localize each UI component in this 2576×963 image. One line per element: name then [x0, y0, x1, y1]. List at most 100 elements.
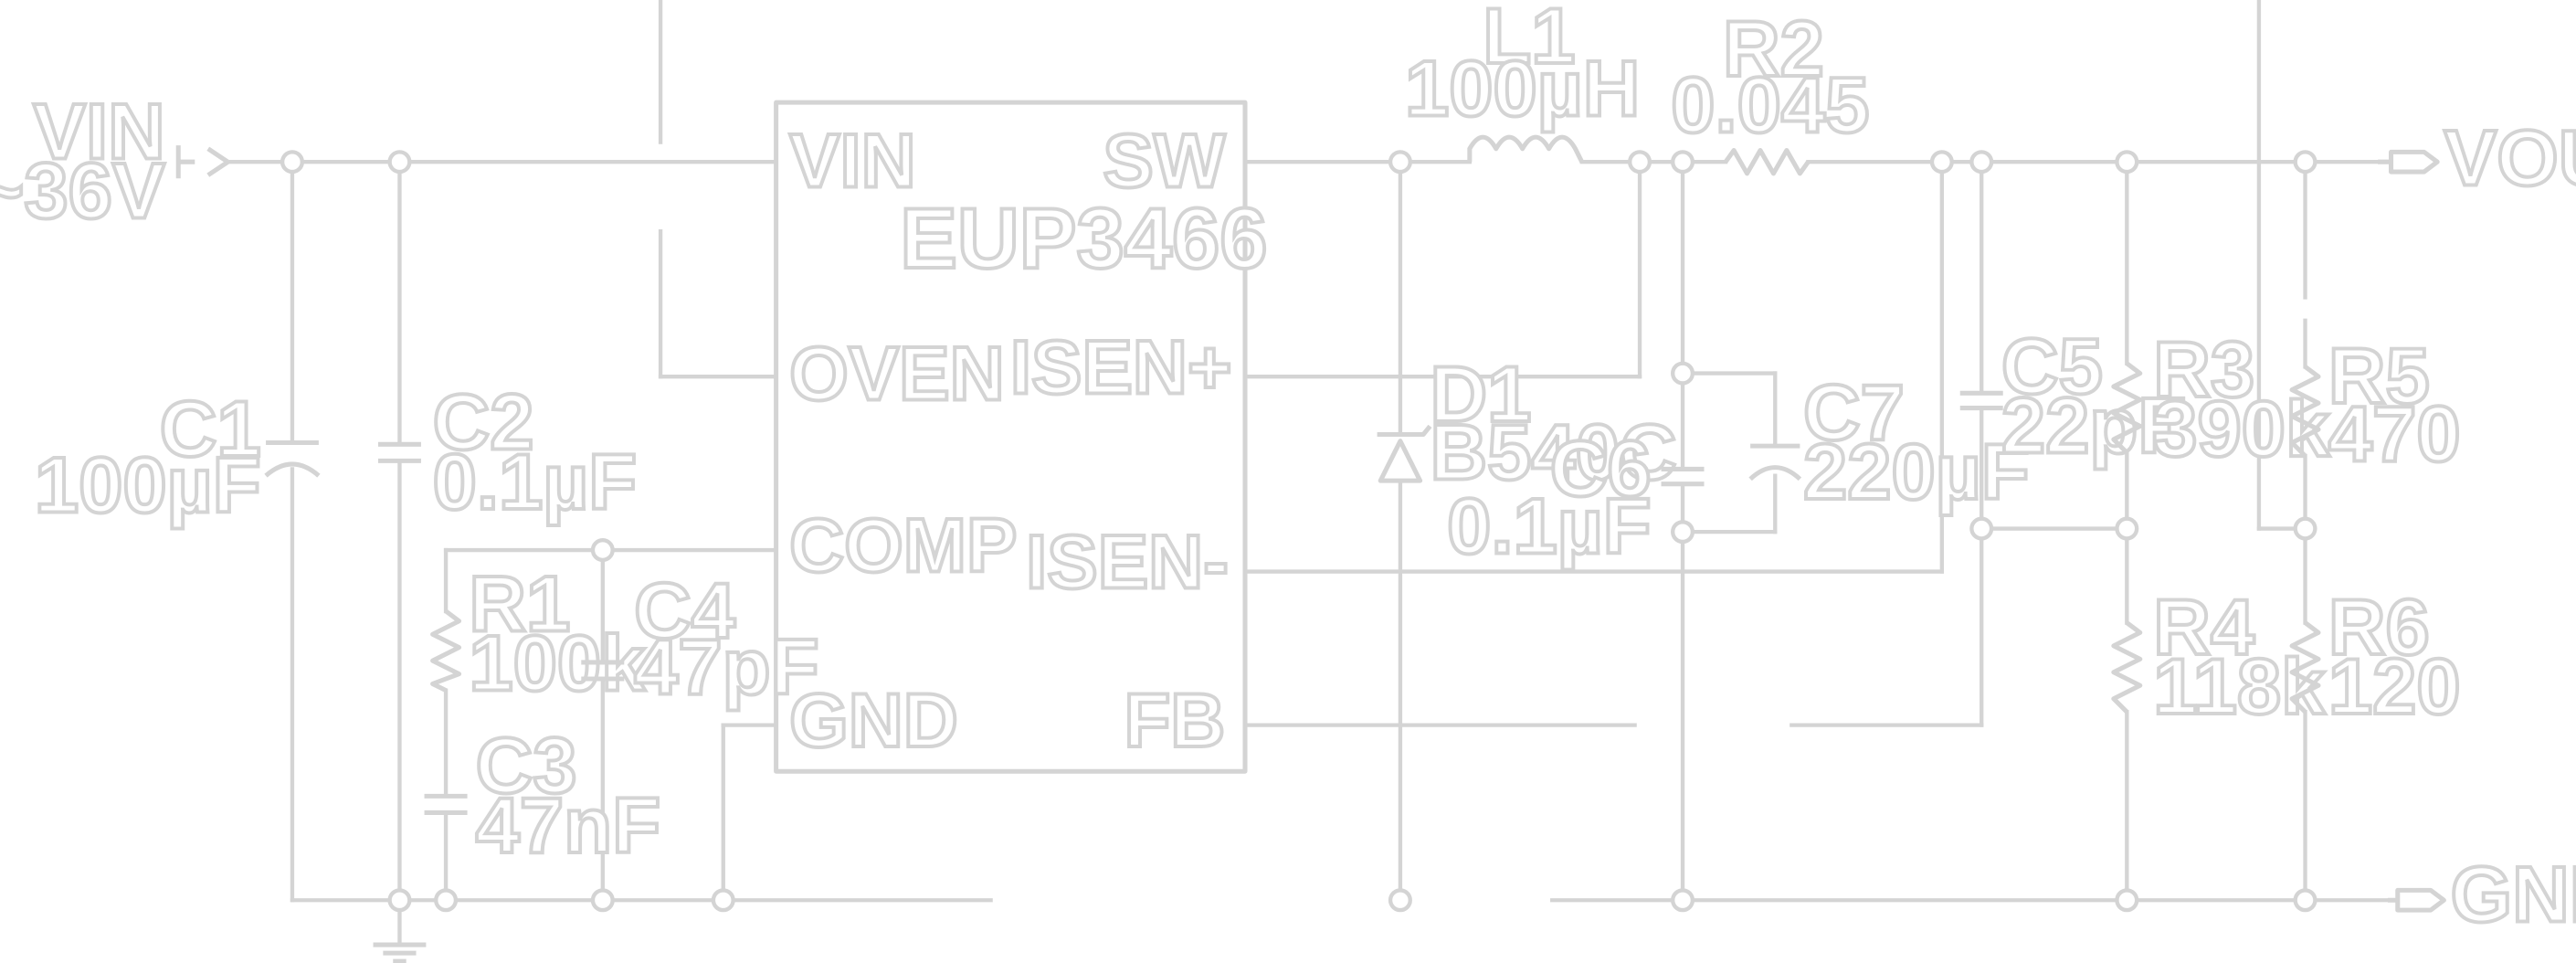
- pin-comp: COMP: [789, 503, 1017, 588]
- junctions: [280, 150, 2317, 913]
- junction-gnd-d1: [1388, 888, 1412, 913]
- r6-zigzag: [2289, 620, 2321, 714]
- gnd-port: GND: [2387, 849, 2576, 941]
- ground-symbol: [373, 942, 427, 963]
- junction-r5: [2293, 150, 2317, 175]
- d1-ref: D1: [1430, 350, 1531, 439]
- capacitor-c7: C7 220µF: [1748, 366, 2032, 518]
- junction-r3: [2115, 150, 2139, 175]
- r6-value: 120: [2328, 642, 2461, 731]
- c3-value: 47nF: [476, 781, 660, 870]
- c2-ref: C2: [433, 378, 534, 467]
- junction-c7-bottom: [1671, 520, 1695, 545]
- r3-ref: R3: [2153, 325, 2254, 414]
- vout-arrow: [2378, 149, 2440, 175]
- junction-gnd-c6: [1671, 888, 1695, 913]
- ic-eup3466: EUP3466 VIN OVEN COMP GND SW ISEN+ ISEN-…: [774, 100, 1270, 774]
- r2-ref: R2: [1723, 5, 1824, 93]
- capacitor-c3: C3 47nF: [424, 720, 662, 872]
- c3-ref: C3: [476, 722, 577, 810]
- junction-r5-r6: [2293, 516, 2317, 541]
- r4-value: 118k: [2153, 642, 2326, 731]
- vout-label: VOUT: [2444, 114, 2576, 203]
- pin-fb: FB: [1124, 678, 1225, 763]
- junction-c7-top: [1671, 361, 1695, 386]
- junction-sw-d1: [1388, 150, 1412, 175]
- r4-ref: R4: [2153, 583, 2254, 672]
- junction-c5: [1969, 150, 1994, 175]
- resistor-r3: R3 390k: [2111, 323, 2332, 475]
- junction-gnd-r4: [2115, 888, 2139, 913]
- capacitor-c5: C5 22pF: [1959, 320, 2188, 471]
- wires: [228, 0, 2391, 947]
- c1-plate-bottom: [264, 461, 321, 478]
- junction-vin-c2: [387, 150, 412, 175]
- r3-zigzag: [2111, 361, 2143, 455]
- vin-input: VIN 8V~36V: [0, 86, 230, 238]
- r2-zigzag: [1723, 148, 1811, 176]
- c5-value: 22pF: [2001, 381, 2186, 470]
- c6-value: 0.1µF: [1447, 482, 1652, 571]
- vin-label: VIN: [33, 88, 165, 176]
- l1-coil: [1467, 134, 1585, 164]
- c7-value: 220µF: [1803, 428, 2030, 516]
- junction-gnd-r6: [2293, 888, 2317, 913]
- c6-ref: C6: [1550, 424, 1652, 513]
- d1-cathode-bar: [1377, 424, 1432, 438]
- resistor-r2: R2 0.045: [1669, 3, 1871, 176]
- r5-zigzag: [2289, 365, 2321, 458]
- junction-fb-r3: [2115, 516, 2139, 541]
- capacitor-c4: C4 47pF: [581, 565, 821, 713]
- c7-plate-bottom: [1748, 465, 1802, 482]
- r3-value: 390k: [2153, 385, 2330, 473]
- pin-gnd: GND: [789, 678, 958, 763]
- l1-ref: L1: [1483, 0, 1575, 80]
- junction-gnd-c3: [434, 888, 459, 913]
- junction-gnd-c4: [590, 888, 615, 913]
- junction-isen-plus: [1628, 150, 1652, 175]
- r1-zigzag: [430, 608, 462, 693]
- c1-ref: C1: [160, 385, 261, 473]
- junction-isen-minus: [1929, 150, 1954, 175]
- c2-value: 0.1µF: [433, 438, 638, 526]
- pin-oven: OVEN: [789, 332, 1005, 417]
- pin-isen-plus: ISEN+: [1010, 324, 1232, 409]
- l1-value: 100µH: [1405, 45, 1640, 133]
- capacitor-c6: C6 0.1µF: [1445, 422, 1705, 573]
- junction-fb-c5: [1969, 516, 1994, 541]
- pin-sw: SW: [1103, 118, 1225, 203]
- junction-comp-c4: [590, 538, 615, 563]
- vin-input-arrow: [175, 145, 230, 179]
- r5-value: 470: [2328, 389, 2461, 478]
- r5-ref: R5: [2328, 332, 2430, 420]
- resistor-r5: R5 470: [2289, 330, 2463, 480]
- junction-c6: [1671, 150, 1695, 175]
- r1-ref: R1: [469, 560, 570, 649]
- junction-gnd-c2: [387, 888, 412, 913]
- ic-name: EUP3466: [900, 190, 1267, 286]
- r4-zigzag: [2111, 620, 2143, 714]
- gnd-arrow: [2387, 887, 2446, 913]
- resistor-r4: R4 118k: [2111, 581, 2328, 733]
- d1-value: B540C: [1430, 407, 1676, 496]
- vin-range-label: 8V~36V: [0, 147, 165, 236]
- capacitor-c2: C2 0.1µF: [377, 376, 639, 528]
- capacitor-c1: C1 100µF: [33, 383, 321, 531]
- junction-vin-c1: [280, 150, 304, 175]
- pin-isen-minus: ISEN-: [1026, 520, 1229, 605]
- ic-body: [774, 100, 1248, 774]
- diode-d1: D1 B540C: [1377, 348, 1678, 498]
- resistor-r1: R1 100k: [430, 558, 648, 710]
- pin-vin: VIN: [789, 118, 916, 203]
- junction-gnd-pin: [711, 888, 735, 913]
- c4-value: 47pF: [634, 622, 818, 711]
- c4-ref: C4: [634, 566, 735, 655]
- r2-value: 0.045: [1671, 61, 1869, 150]
- c7-ref: C7: [1803, 368, 1905, 457]
- d1-triangle: [1378, 439, 1423, 483]
- gnd-label: GND: [2451, 851, 2576, 939]
- vout-port: VOUT: [2378, 112, 2576, 205]
- resistor-r6: R6 120: [2289, 581, 2463, 733]
